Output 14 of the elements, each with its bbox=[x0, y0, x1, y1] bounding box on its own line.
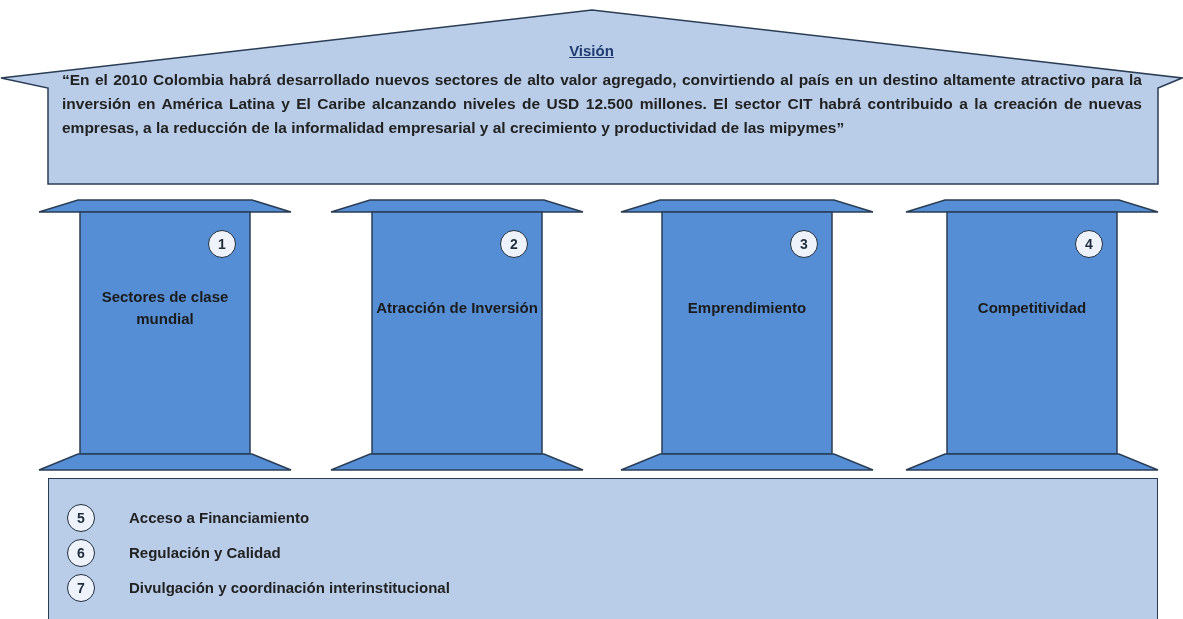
pillar-label: Atracción de Inversión bbox=[375, 298, 539, 318]
item-label: Divulgación y coordinación interinstitucional bbox=[129, 579, 450, 596]
pillar-label: Competitividad bbox=[976, 298, 1088, 318]
number-circle: 7 bbox=[67, 574, 95, 602]
item-label: Acceso a Financiamiento bbox=[129, 509, 310, 526]
pillar-label: Sectores de clase mundial bbox=[100, 287, 230, 329]
pillar-label: Emprendimiento bbox=[686, 298, 808, 318]
number-circle: 5 bbox=[67, 504, 95, 532]
item-label: Regulación y Calidad bbox=[129, 544, 281, 561]
vision-statement: “En el 2010 Colombia habrá desarrollado nuevos sectores de alto valor agregado, convirtiendo al país en un destino altamente atractivo para la inversión en América Latina y El Caribe alcanzando niveles de USD 12.500 millones. El sector CIT habrá contribuido a la creación de nuevas empresas, a la reducción de la informalidad empresarial y al crecimiento y productividad de las mipymes” bbox=[62, 70, 1142, 138]
number-circle: 6 bbox=[67, 539, 95, 567]
base-panel bbox=[48, 478, 1158, 619]
roof-shape bbox=[0, 8, 1183, 186]
heading: Visión bbox=[568, 42, 615, 59]
